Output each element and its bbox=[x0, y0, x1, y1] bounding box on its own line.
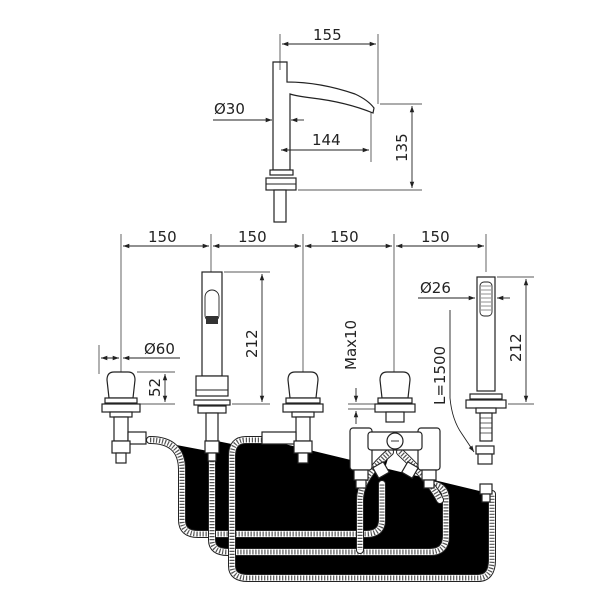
spacing-label-2: 150 bbox=[238, 228, 267, 246]
handle-height-label: 52 bbox=[146, 378, 164, 397]
hose-length-dimension: L=1500 bbox=[431, 310, 475, 453]
left-handle-valve bbox=[101, 371, 147, 464]
spout-front-view bbox=[193, 271, 231, 462]
spout-height-dimension: 135 bbox=[298, 103, 422, 191]
right-handle-valve bbox=[374, 371, 416, 423]
spout-diameter-dimension: Ø30 bbox=[213, 100, 304, 123]
hose-length-label: L=1500 bbox=[431, 346, 449, 405]
handle-dimensions: Ø60 52 bbox=[98, 340, 180, 405]
handshower-diameter-label: Ø26 bbox=[420, 279, 451, 297]
spout-reach-label: 144 bbox=[312, 131, 341, 149]
spout-width-dimension: 155 bbox=[279, 26, 379, 104]
spacing-label-1: 150 bbox=[148, 228, 177, 246]
diverter-block bbox=[349, 427, 441, 489]
spout-diameter-label: Ø30 bbox=[214, 100, 245, 118]
handle-diameter-label: Ø60 bbox=[144, 340, 175, 358]
max-depth-dimension: Max10 bbox=[342, 320, 380, 424]
hand-shower bbox=[465, 276, 507, 503]
spacing-label-3: 150 bbox=[330, 228, 359, 246]
spout-body-height-dimension: 212 bbox=[224, 271, 270, 405]
handshower-diameter-dimension: Ø26 bbox=[418, 279, 510, 301]
spout-side-view bbox=[265, 61, 375, 223]
middle-handle-valve bbox=[261, 371, 324, 464]
spout-width-label: 155 bbox=[313, 26, 342, 44]
spout-reach-dimension: 144 bbox=[281, 112, 372, 162]
max-depth-label: Max10 bbox=[342, 320, 360, 370]
spout-body-height-label: 212 bbox=[243, 329, 261, 358]
spout-height-label: 135 bbox=[393, 133, 411, 162]
braided-hoses bbox=[150, 440, 492, 578]
spacing-dimensions: 150 150 150 150 bbox=[120, 228, 487, 374]
spacing-label-4: 150 bbox=[421, 228, 450, 246]
handshower-height-label: 212 bbox=[507, 333, 525, 362]
handshower-height-dimension: 212 bbox=[497, 276, 534, 405]
